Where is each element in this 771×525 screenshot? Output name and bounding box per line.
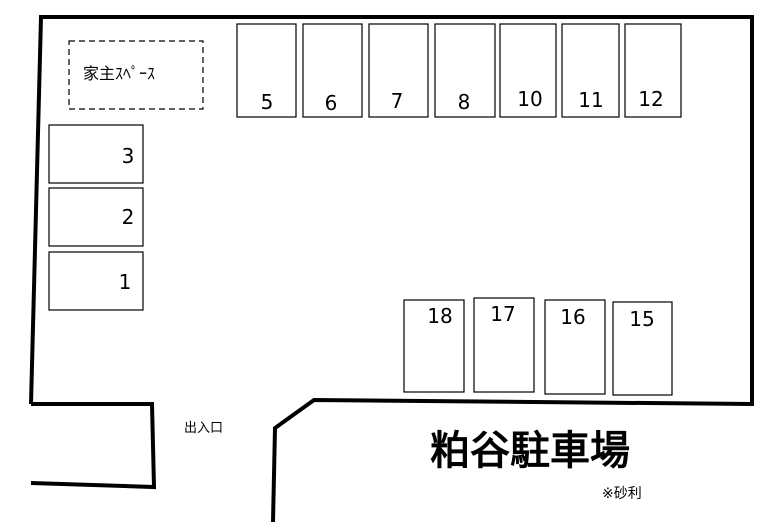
lot-boundary-upper [29, 15, 754, 523]
space-8: 8 [434, 23, 496, 118]
space-7: 7 [368, 23, 429, 118]
entrance-label: 出入口 [184, 421, 223, 436]
space-label: 5 [261, 90, 274, 114]
space-2: 2 [48, 187, 144, 247]
space-label: 11 [578, 88, 603, 112]
space-label: 6 [325, 91, 338, 115]
space-6: 6 [302, 23, 363, 118]
space-18: 18 [403, 299, 465, 393]
space-label: 2 [122, 205, 135, 229]
space-label: 7 [391, 89, 404, 113]
surface-note: ※砂利 [602, 486, 642, 502]
space-15: 15 [612, 301, 673, 396]
space-label: 3 [122, 144, 135, 168]
owner-space-label: 家主ｽﾍﾟｰｽ [83, 64, 155, 83]
space-17: 17 [473, 297, 535, 393]
space-label: 8 [458, 90, 471, 114]
space-16: 16 [544, 299, 606, 395]
lot-title: 粕谷駐車場 [430, 428, 630, 474]
lot-boundary-lower-left [30, 402, 157, 490]
space-label: 15 [629, 307, 654, 331]
space-3: 3 [48, 124, 144, 184]
space-label: 10 [517, 87, 542, 111]
space-label: 16 [560, 305, 585, 329]
space-5: 5 [236, 23, 297, 118]
space-label: 1 [119, 270, 132, 294]
space-label: 18 [427, 304, 452, 328]
space-11: 11 [561, 23, 620, 118]
owner-space [68, 40, 204, 110]
space-label: 12 [638, 87, 663, 111]
space-1: 1 [48, 251, 144, 311]
space-12: 12 [624, 23, 682, 118]
space-10: 10 [499, 23, 557, 118]
space-label: 17 [490, 302, 515, 326]
